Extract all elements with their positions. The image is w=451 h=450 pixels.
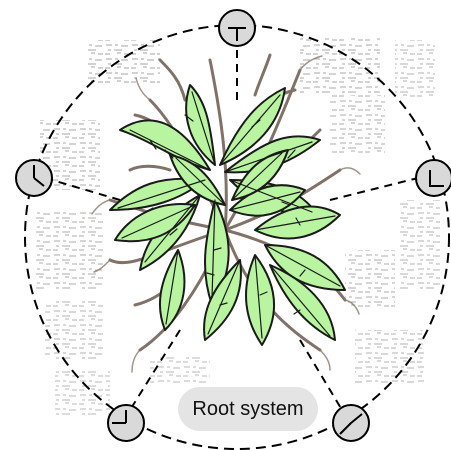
sensor-top [219,10,255,46]
plant-foliage [110,85,345,345]
sensor-left [16,160,52,196]
sensor-bottom-left [108,405,144,441]
sensor-bottom-right [333,405,369,441]
sensor-right [416,160,451,196]
root-system-label: Root system [178,387,318,431]
